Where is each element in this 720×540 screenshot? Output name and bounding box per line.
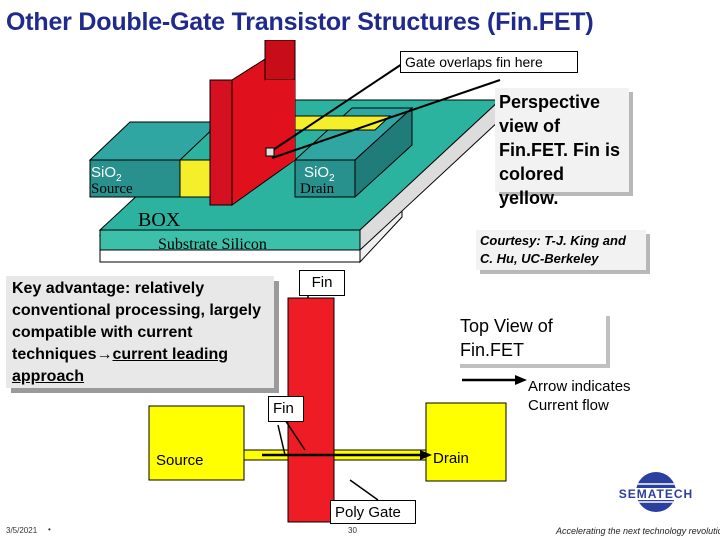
drain-label: Drain	[300, 181, 335, 197]
slide-title: Other Double-Gate Transistor Structures …	[6, 8, 594, 36]
key-advantage-box: Key advantage: relatively conventional p…	[6, 276, 274, 388]
footer-tagline: Accelerating the next technology revolut…	[556, 526, 720, 536]
sio2-right-label: SiO2	[304, 164, 335, 184]
svg-text:SEMATECH: SEMATECH	[619, 487, 693, 501]
finfet-top-view-diagram	[148, 280, 527, 523]
gate-overlap-callout: Gate overlaps fin here	[400, 51, 578, 73]
key-advantage-text: Key advantage: relatively conventional p…	[12, 280, 261, 385]
fin-top-label: Fin	[299, 270, 345, 296]
gate-overlap-text: Gate overlaps fin here	[405, 54, 543, 70]
sematech-globe-icon: SEMATECH	[596, 472, 716, 512]
gate-label: Gate	[298, 50, 327, 66]
finfet-perspective-diagram	[88, 40, 502, 264]
top-drain-label: Drain	[433, 450, 469, 467]
perspective-note-text: Perspective view of Fin.FET. Fin is colo…	[499, 92, 620, 208]
page-number: 30	[348, 526, 357, 535]
box-label: BOX	[138, 209, 181, 231]
footer-date: 3/5/2021	[6, 526, 38, 535]
perspective-note-box: Perspective view of Fin.FET. Fin is colo…	[495, 88, 629, 208]
source-label: Source	[91, 181, 133, 197]
courtesy-text: Courtesy: T-J. King and C. Hu, UC-Berkel…	[480, 233, 626, 266]
top-view-title: Top View of Fin.FET	[460, 316, 553, 360]
top-view-title-box: Top View of Fin.FET	[456, 312, 606, 364]
substrate-label: Substrate Silicon	[158, 236, 267, 253]
sematech-logo: SEMATECH	[596, 470, 716, 522]
top-source-label: Source	[156, 452, 204, 469]
courtesy-box: Courtesy: T-J. King and C. Hu, UC-Berkel…	[476, 230, 646, 270]
arrow-note: Arrow indicates Current flow	[528, 378, 631, 414]
fin-left-label: Fin	[268, 396, 304, 422]
poly-gate-label: Poly Gate	[330, 500, 416, 524]
footer-bullet: •	[48, 525, 51, 534]
sio2-left-label: SiO2	[91, 164, 122, 184]
